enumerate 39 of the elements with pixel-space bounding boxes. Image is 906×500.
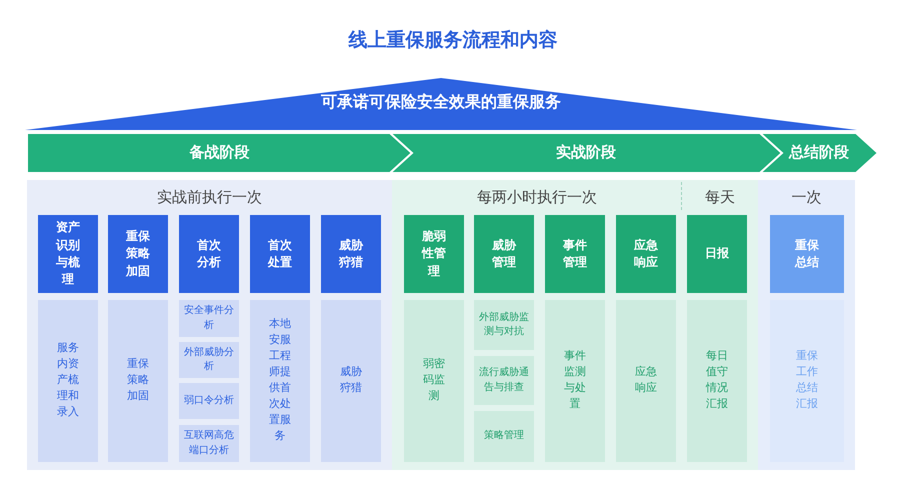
task-box: 服务内资产梳理和录入	[38, 300, 98, 462]
task-box: 重保工作总结汇报	[770, 300, 844, 462]
section-heading: 一次	[790, 188, 822, 207]
task-box: 流行威胁通告与排查	[474, 356, 534, 405]
stage-box: 资产识别与梳理	[38, 215, 98, 293]
stage-box: 重保总结	[770, 215, 844, 293]
stage-box: 事件管理	[545, 215, 605, 293]
stage-box: 威胁狩猎	[321, 215, 381, 293]
section-heading: 每天	[704, 188, 736, 207]
phase-label: 总结阶段	[788, 143, 850, 162]
task-box: 本地安服工程师提供首次处置服务	[250, 300, 310, 462]
task-box: 应急响应	[616, 300, 676, 462]
task-box: 弱口令分析	[179, 383, 239, 419]
stage-box: 脆弱性管理	[404, 215, 464, 293]
stage-box: 首次分析	[179, 215, 239, 293]
section-heading: 实战前执行一次	[156, 188, 263, 207]
task-box: 互联网高危端口分析	[179, 425, 239, 462]
stage-box: 应急响应	[616, 215, 676, 293]
task-box: 每日值守情况汇报	[687, 300, 747, 462]
task-box: 事件监测与处置	[545, 300, 605, 462]
task-box: 外部威胁监测与对抗	[474, 300, 534, 350]
task-box: 重保策略加固	[108, 300, 168, 462]
task-box: 威胁狩猎	[321, 300, 381, 462]
task-box: 策略管理	[474, 411, 534, 462]
task-box: 外部威胁分析	[179, 342, 239, 378]
phase-panel	[27, 180, 392, 470]
task-box: 安全事件分析	[179, 300, 239, 337]
phase-panel	[392, 180, 758, 470]
stage-box: 首次处置	[250, 215, 310, 293]
section-heading: 每两小时执行一次	[476, 188, 598, 207]
roof-text: 可承诺可保险安全效果的重保服务	[320, 92, 562, 113]
stage-box: 日报	[687, 215, 747, 293]
task-box: 弱密码监测	[404, 300, 464, 462]
phase-label: 备战阶段	[188, 143, 250, 162]
title: 线上重保服务流程和内容	[348, 28, 558, 53]
phase-panel	[758, 180, 855, 470]
phase-label: 实战阶段	[555, 143, 617, 162]
stage-box: 威胁管理	[474, 215, 534, 293]
stage-box: 重保策略加固	[108, 215, 168, 293]
